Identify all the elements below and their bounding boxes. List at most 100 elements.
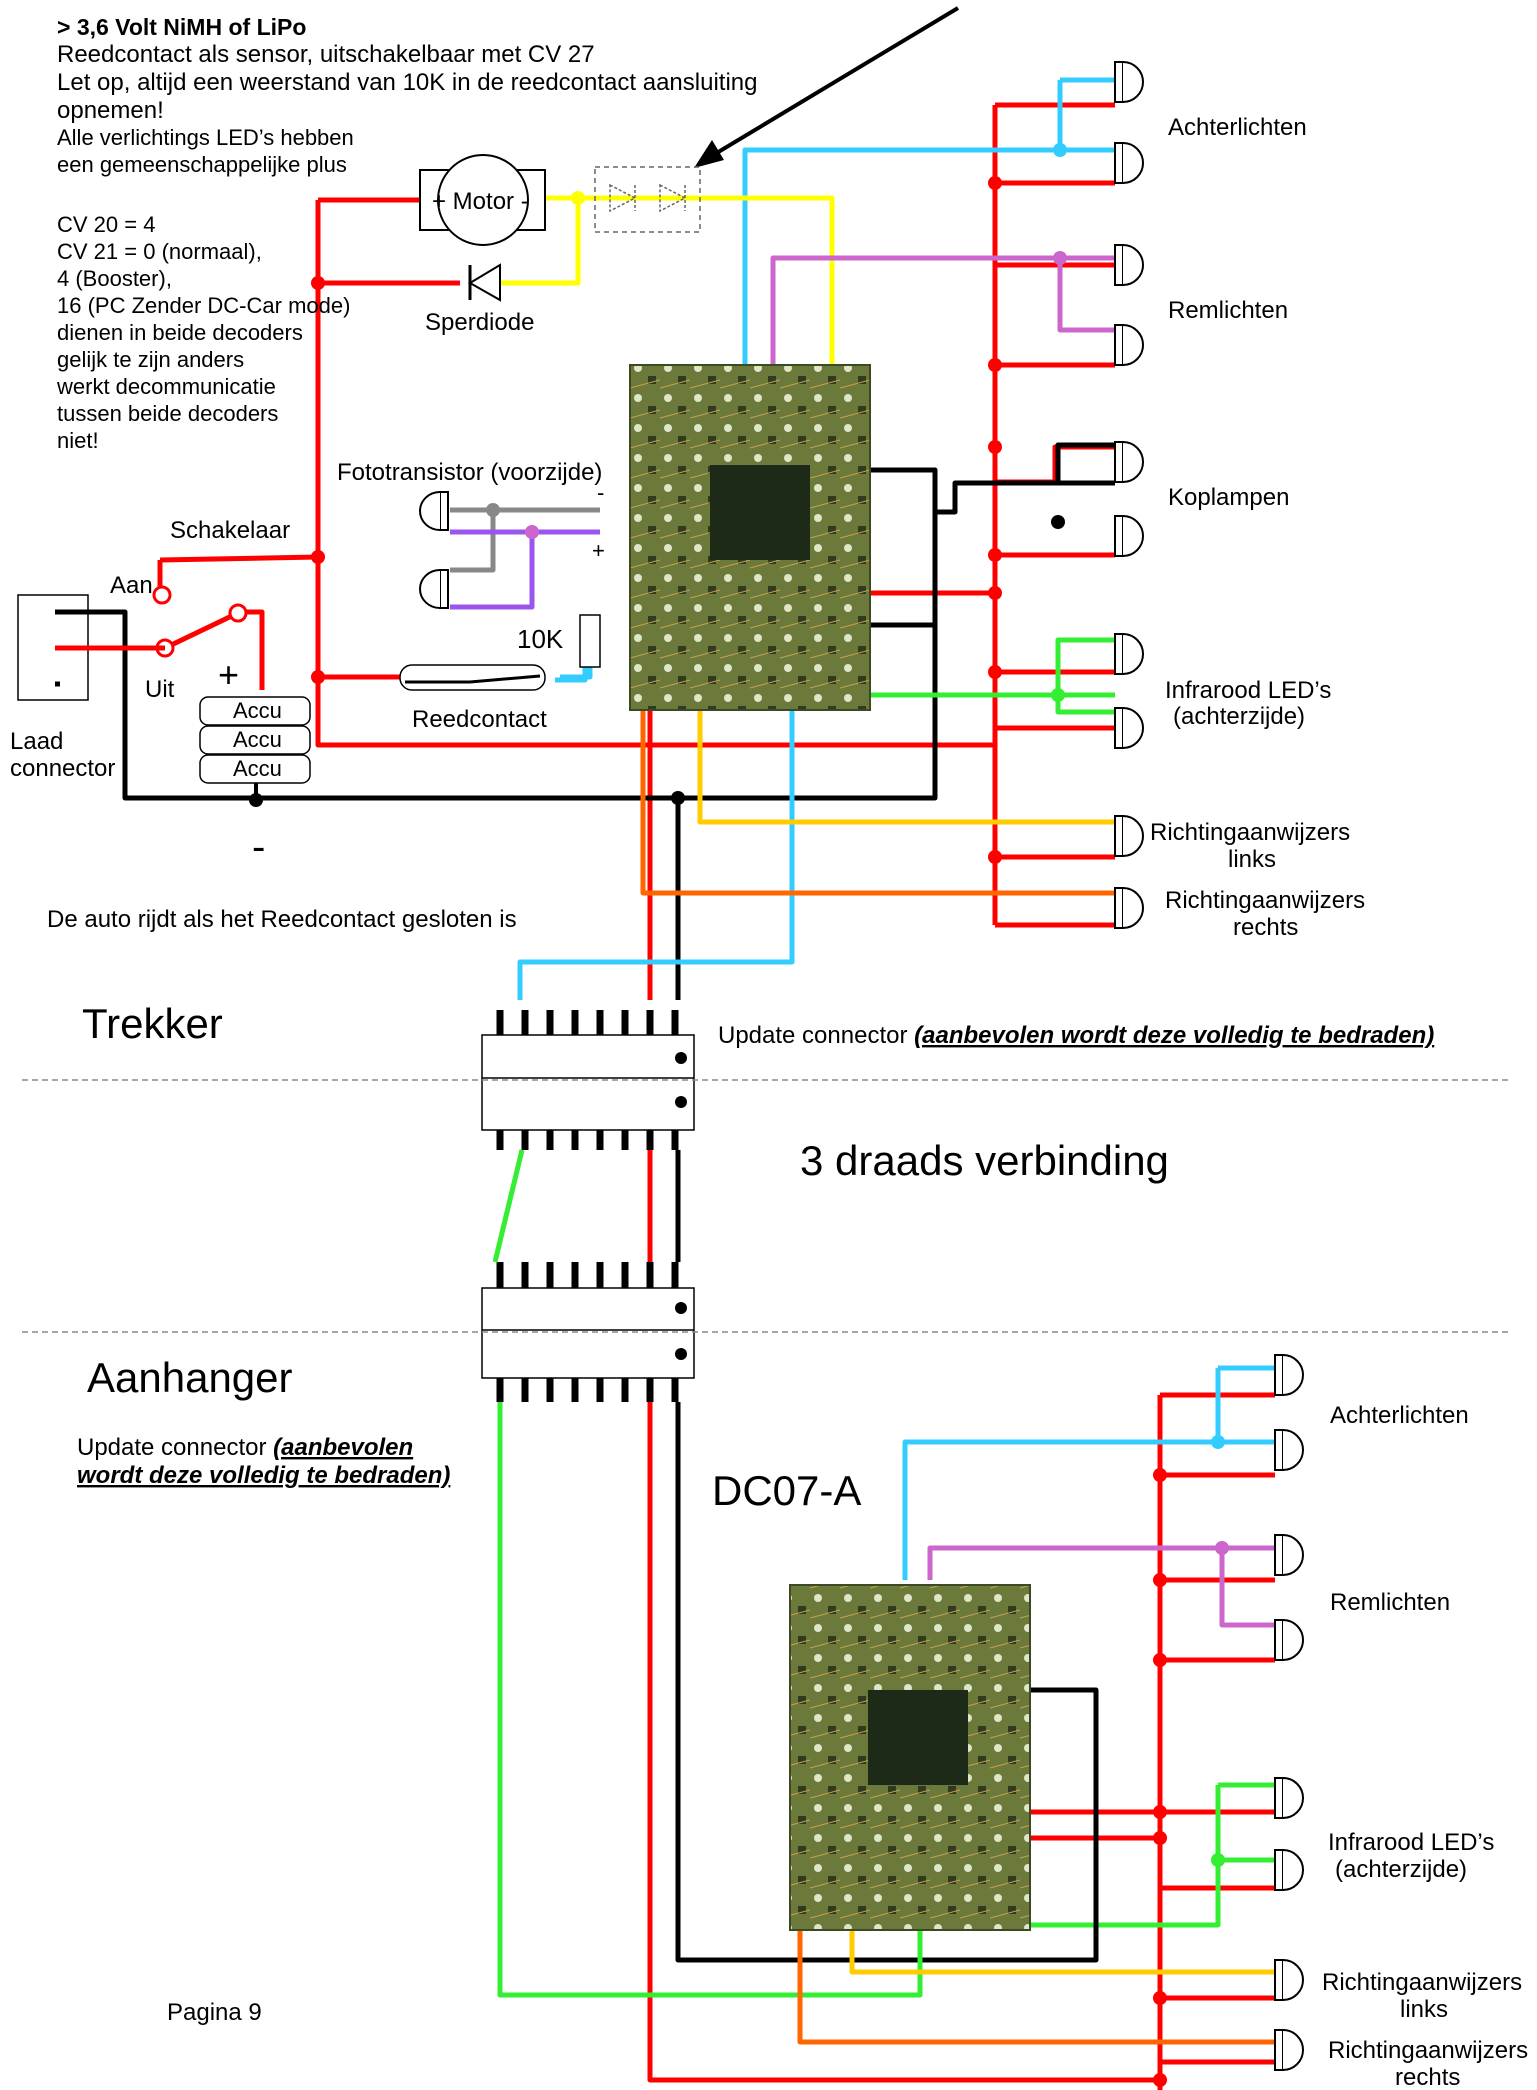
fototransistors <box>419 491 449 609</box>
minus-label: - <box>597 480 604 505</box>
svg-text:Update connector (aanbevolen w: Update connector (aanbevolen wordt deze … <box>718 1022 1434 1049</box>
decoder-pcb-bottom <box>789 1584 1031 1931</box>
led-label: links <box>1400 1996 1448 2023</box>
leds-top <box>1114 61 1144 929</box>
led-label: rechts <box>1233 914 1298 941</box>
led-label: Infrarood LED’s <box>1328 1829 1494 1856</box>
led-label: Richtingaanwijzers <box>1150 819 1350 846</box>
switch-symbol <box>152 585 248 658</box>
led-pair-box <box>594 166 701 233</box>
resistor-10k <box>579 614 601 668</box>
accu-label: Accu <box>233 727 282 752</box>
fototransistor-label: Fototransistor (voorzijde) <box>337 459 602 486</box>
cv-line: 4 (Booster), <box>57 266 172 291</box>
led-label: Achterlichten <box>1330 1402 1469 1429</box>
led-achterlicht-b2 <box>1274 1429 1304 1471</box>
notes-line: een gemeenschappelijke plus <box>57 152 347 177</box>
led-achterlicht-b1 <box>1274 1354 1304 1396</box>
led-remlicht-b2 <box>1274 1619 1304 1661</box>
decoder-pcb-top <box>629 364 871 711</box>
cv-line: CV 21 = 0 (normaal), <box>57 239 262 264</box>
update-bottom-emph: (aanbevolen <box>273 1434 413 1461</box>
arrow-pointer <box>694 6 960 168</box>
text-sections: Trekker Update connector (aanbevolen wor… <box>77 1000 1434 2026</box>
notes-line: Let op, altijd een weerstand van 10K in … <box>57 69 757 96</box>
led-label: links <box>1228 846 1276 873</box>
led-label: Koplampen <box>1168 484 1289 511</box>
cv-line: tussen beide decoders <box>57 401 278 426</box>
led-achterlicht-2 <box>1114 142 1144 184</box>
minus-big-label: - <box>252 825 265 869</box>
aan-label: Aan <box>110 572 153 599</box>
led-label: Richtingaanwijzers <box>1328 2037 1528 2064</box>
notes-line: opnemen! <box>57 97 164 124</box>
led-richting-links <box>1114 815 1144 857</box>
led-remlicht-2 <box>1114 324 1144 366</box>
uit-label: Uit <box>145 676 175 703</box>
led-remlicht-b1 <box>1274 1534 1304 1576</box>
motor-label: + Motor - <box>432 188 529 215</box>
update-bottom-emph-2: wordt deze volledig te bedraden) <box>77 1462 450 1489</box>
laad-label: Laad <box>10 728 63 755</box>
led-label: Remlichten <box>1168 297 1288 324</box>
led-koplamp-1 <box>1114 441 1144 483</box>
page-number: Pagina 9 <box>167 1999 262 2026</box>
drie-draads-label: 3 draads verbinding <box>800 1137 1169 1184</box>
notes-line: Reedcontact als sensor, uitschakelbaar m… <box>57 41 595 68</box>
laad-connector <box>17 594 165 701</box>
sperdiode-label: Sperdiode <box>425 309 534 336</box>
text-leds-bottom: Achterlichten Remlichten Infrarood LED’s… <box>1322 1402 1528 2090</box>
bottom-wires <box>497 1365 1275 2090</box>
notes-line: Alle verlichtings LED’s hebben <box>57 125 354 150</box>
svg-text:Update connector (aanbevolen: Update connector (aanbevolen <box>77 1434 413 1461</box>
led-label: Infrarood LED’s <box>1165 677 1331 704</box>
led-label: Richtingaanwijzers <box>1322 1969 1522 1996</box>
reedcontact-label: Reedcontact <box>412 706 547 733</box>
led-ir-b1 <box>1274 1777 1304 1819</box>
led-label: (achterzijde) <box>1335 1856 1467 1883</box>
text-notes: > 3,6 Volt NiMH of LiPo Reedcontact als … <box>56 14 757 453</box>
update-connector-bottom <box>481 1262 695 1402</box>
led-remlicht-1 <box>1114 244 1144 286</box>
reed-note: De auto rijdt als het Reedcontact geslot… <box>47 906 517 933</box>
cv-line: CV 20 = 4 <box>57 212 155 237</box>
text-leds-top: Achterlichten Remlichten Koplampen Infra… <box>1150 114 1365 941</box>
text-components: + Motor - Sperdiode Fototransistor (voor… <box>10 188 605 933</box>
sperdiode-symbol <box>468 263 501 302</box>
plus-big-label: + <box>218 654 239 695</box>
inter-connector-wires <box>492 1149 681 1263</box>
cv-line: werkt decommunicatie <box>56 374 276 399</box>
cv-line: dienen in beide decoders <box>57 320 303 345</box>
update-connector-top <box>481 1010 695 1150</box>
schakelaar-label: Schakelaar <box>170 517 290 544</box>
leds-bottom <box>1274 1354 1304 2071</box>
plus-label: + <box>592 538 605 563</box>
top-wires <box>55 77 1115 1000</box>
aanhanger-title: Aanhanger <box>87 1354 293 1401</box>
reedcontact-symbol <box>399 664 546 691</box>
led-richting-links-b <box>1274 1959 1304 2001</box>
cv-line: gelijk te zijn anders <box>57 347 244 372</box>
led-label: (achterzijde) <box>1173 703 1305 730</box>
led-label: Richtingaanwijzers <box>1165 887 1365 914</box>
led-label: Achterlichten <box>1168 114 1307 141</box>
led-richting-rechts <box>1114 887 1144 929</box>
junction-dots <box>249 143 1067 864</box>
dc07-label: DC07-A <box>712 1467 861 1514</box>
led-richting-rechts-b <box>1274 2029 1304 2071</box>
led-ir-b2 <box>1274 1849 1304 1891</box>
update-top-emph: (aanbevolen wordt deze volledig te bedra… <box>914 1022 1434 1049</box>
trekker-title: Trekker <box>82 1000 223 1047</box>
junction-dots-bottom <box>1153 1435 1229 2087</box>
led-achterlicht-1 <box>1114 61 1144 103</box>
led-ir-1 <box>1114 633 1144 675</box>
motor <box>419 154 584 246</box>
cv-line: niet! <box>57 428 99 453</box>
update-bottom-prefix: Update connector <box>77 1434 273 1461</box>
update-top-prefix: Update connector <box>718 1022 914 1049</box>
led-label: Remlichten <box>1330 1589 1450 1616</box>
red-main-wire <box>315 200 995 748</box>
accu-label: Accu <box>233 756 282 781</box>
laad-label: connector <box>10 755 115 782</box>
